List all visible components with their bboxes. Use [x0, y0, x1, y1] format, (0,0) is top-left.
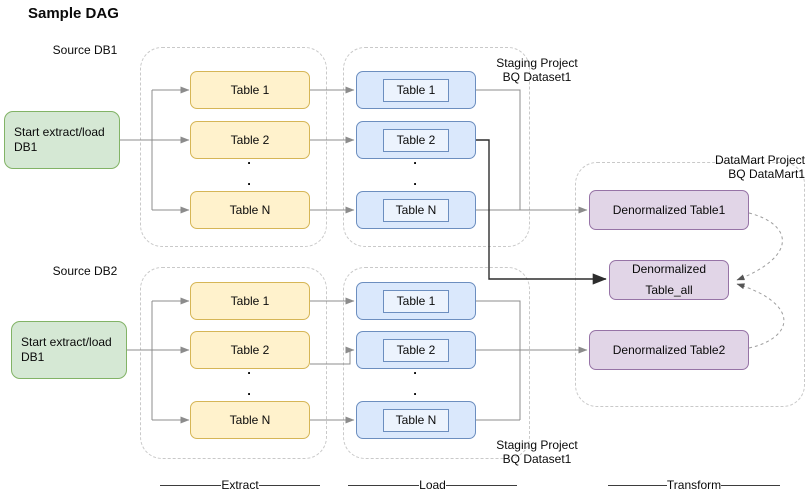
extract-group-2-container — [140, 267, 327, 459]
load1-tablen-inner-box: Table N — [383, 198, 449, 222]
diagram-title: Sample DAG — [28, 5, 119, 22]
edge-start1-split — [120, 90, 153, 210]
edge-load2-merge — [476, 300, 521, 421]
start-node-text-line1: Start extract/load — [21, 334, 112, 349]
stage-transform: Transform — [608, 478, 781, 492]
extract2-tablen-node: Table N — [190, 401, 310, 439]
datamart-container — [575, 162, 805, 407]
edge-load1-t1-merge — [476, 89, 521, 210]
stage-load: Load — [348, 478, 518, 492]
extract2-table2-node: Table 2 — [190, 331, 310, 369]
datamart-project-label: DataMart Project BQ DataMart1 — [655, 153, 805, 181]
load2-ellipsis-dot: . — [413, 362, 417, 377]
staging-label-line1: Staging Project — [496, 56, 578, 70]
stage-line — [445, 484, 518, 486]
start-extract-load-db1-node: Start extract/load DB1 — [4, 111, 120, 169]
stage-line — [258, 484, 320, 486]
edge-denormalized-table2-to-table-all — [736, 283, 785, 349]
stage-line — [608, 484, 667, 486]
extract1-ellipsis-dot: . — [247, 173, 251, 188]
edge-start2-split — [127, 301, 153, 420]
load-group-1-container — [343, 47, 530, 247]
extract2-ellipsis-dot: . — [247, 362, 251, 377]
staging-label-line2: BQ Dataset1 — [502, 69, 572, 84]
extract2-ellipsis-dot: . — [247, 383, 251, 398]
stage-extract-label: Extract — [221, 478, 259, 492]
staging-project-label-top: Staging Project BQ Dataset1 — [482, 56, 592, 84]
extract1-ellipsis-dot: . — [247, 152, 251, 167]
load2-tablen-node: Table N — [356, 401, 476, 439]
start-extract-load-db2-node: Start extract/load DB1 — [11, 321, 127, 379]
start-node-text-line2: DB1 — [21, 350, 45, 364]
source-db2-label: Source DB2 — [52, 264, 118, 278]
load2-table2-node: Table 2 — [356, 331, 476, 369]
load2-ellipsis-dot: . — [413, 383, 417, 398]
start-node-text-line2: DB1 — [14, 140, 38, 154]
load-group-2-container — [343, 267, 530, 459]
stage-line — [721, 484, 781, 486]
edge-denormalized-table1-to-table-all — [736, 212, 783, 281]
staging-label-line1: Staging Project — [496, 438, 578, 452]
load1-tablen-node: Table N — [356, 191, 476, 229]
denormalized-table-all-node: Denormalized Table_all — [609, 260, 729, 300]
load2-table1-inner-box: Table 1 — [383, 289, 449, 313]
load1-table1-node: Table 1 — [356, 71, 476, 109]
stage-load-label: Load — [419, 478, 446, 492]
extract2-table1-node: Table 1 — [190, 282, 310, 320]
edge-extract2-to-load2-t2 — [310, 346, 355, 365]
datamart-label-line1: DataMart Project — [714, 153, 805, 167]
datamart-label-line2: BQ DataMart1 — [728, 166, 805, 181]
denormalized-table2-node: Denormalized Table2 — [589, 330, 749, 370]
load1-table2-node: Table 2 — [356, 121, 476, 159]
stage-line — [160, 484, 222, 486]
load1-table1-inner-box: Table 1 — [383, 78, 449, 102]
extract1-table1-node: Table 1 — [190, 71, 310, 109]
load2-tablen-inner-box: Table N — [383, 408, 449, 432]
stage-line — [348, 484, 420, 486]
extract1-table2-node: Table 2 — [190, 121, 310, 159]
staging-label-line2: BQ Dataset1 — [502, 451, 572, 466]
load1-ellipsis-dot: . — [413, 173, 417, 188]
load1-table2-inner-box: Table 2 — [383, 128, 449, 152]
start-node-text-line1: Start extract/load — [14, 124, 105, 139]
stage-transform-label: Transform — [666, 478, 722, 492]
staging-project-label-bottom: Staging Project BQ Dataset1 — [482, 438, 592, 466]
extract1-tablen-node: Table N — [190, 191, 310, 229]
load2-table1-node: Table 1 — [356, 282, 476, 320]
extract-group-1-container — [140, 47, 327, 247]
table-all-text-line1: Denormalized — [631, 262, 707, 276]
load1-ellipsis-dot: . — [413, 152, 417, 167]
source-db1-label: Source DB1 — [52, 43, 118, 57]
edge-load1-t2-to-table-all — [476, 139, 607, 285]
table-all-text-line2: Table_all — [645, 283, 693, 297]
denormalized-table1-node: Denormalized Table1 — [589, 190, 749, 230]
stage-extract: Extract — [160, 478, 320, 492]
load2-table2-inner-box: Table 2 — [383, 338, 449, 362]
